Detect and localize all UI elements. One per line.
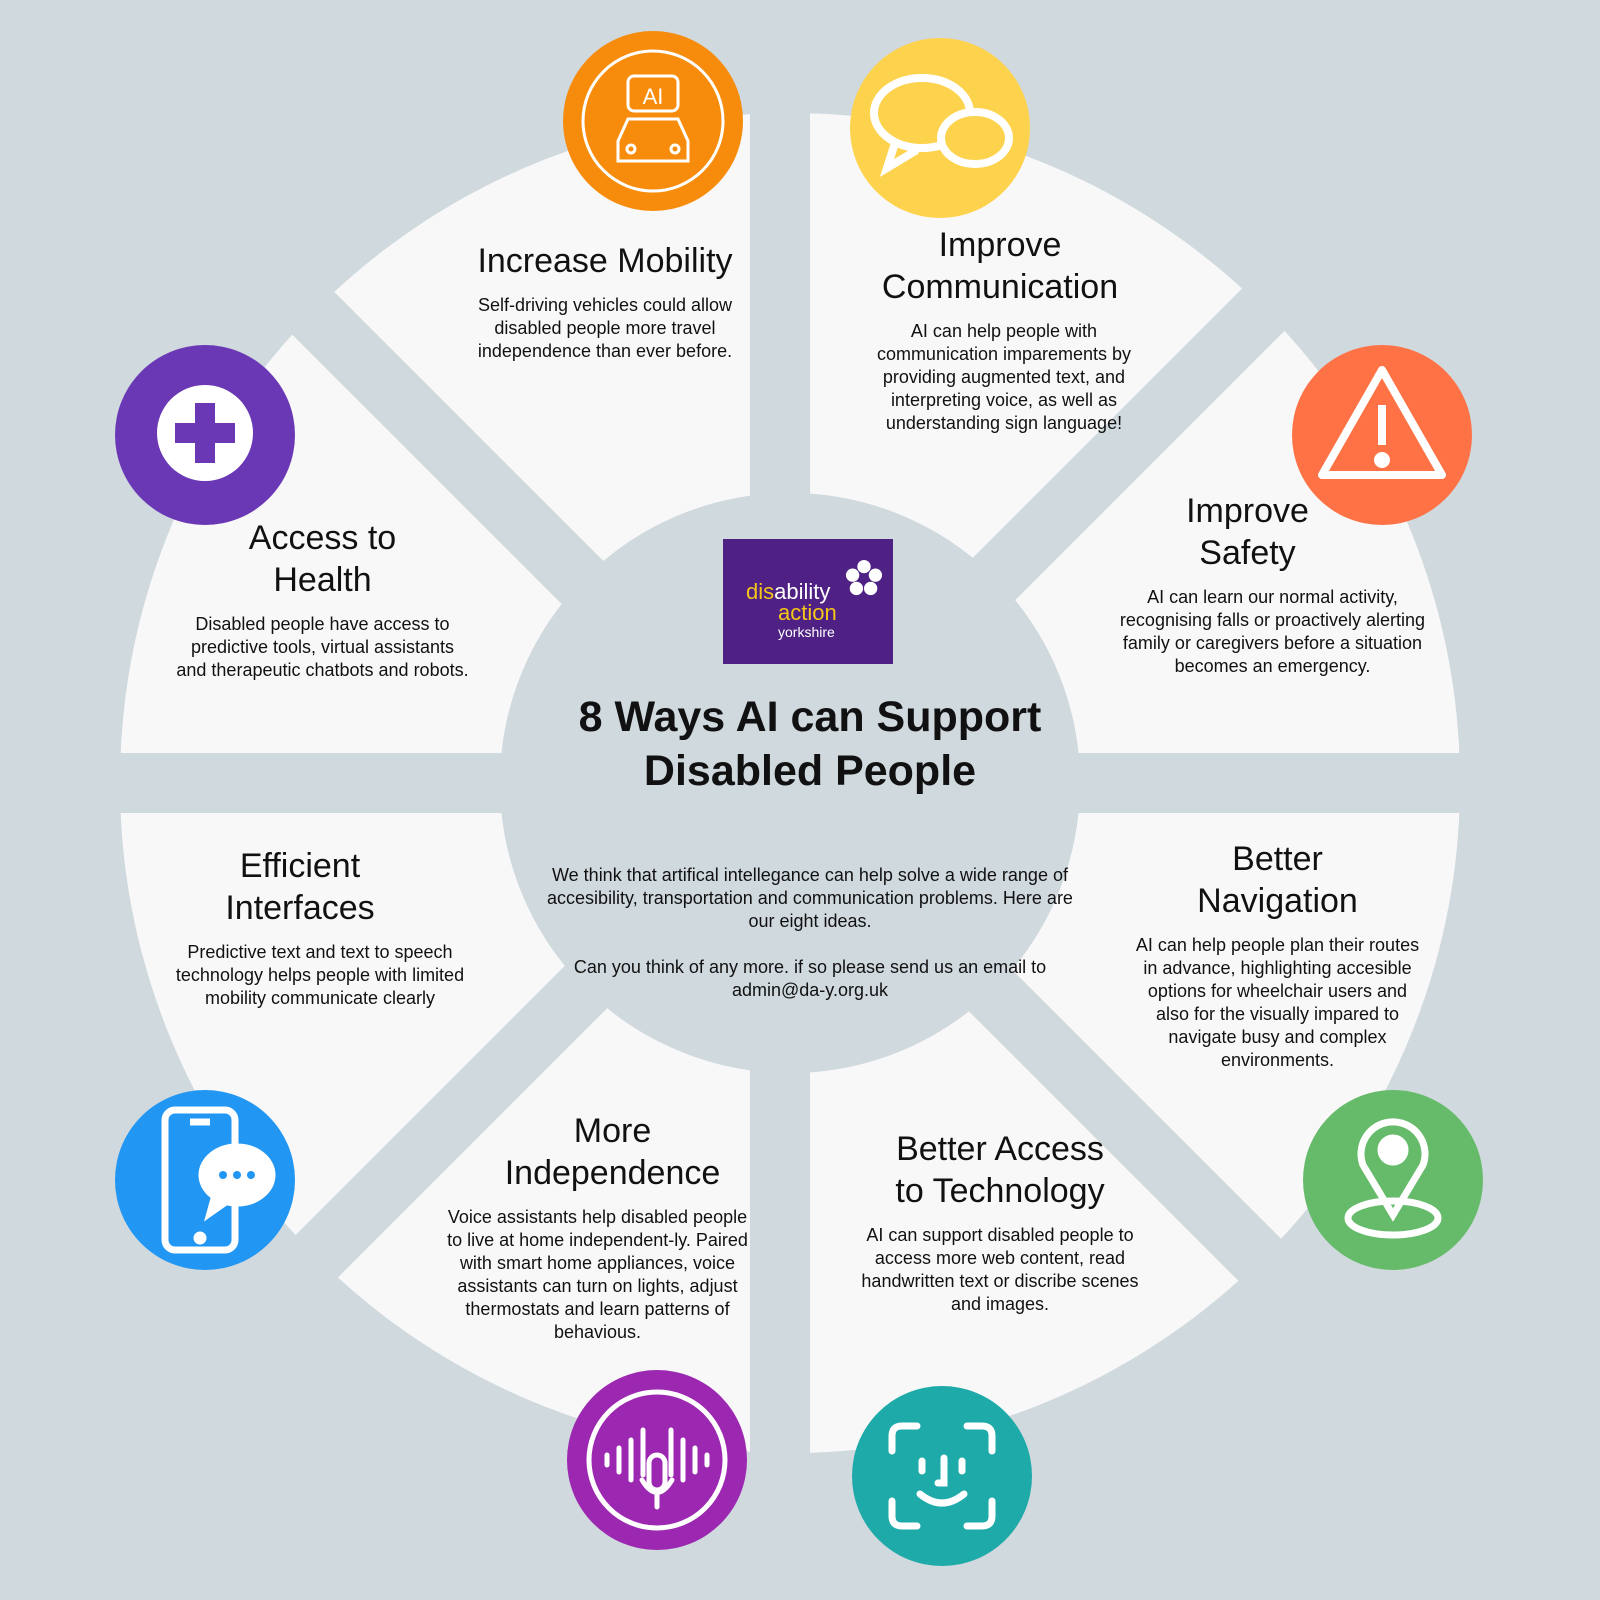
logo-region: yorkshire (778, 624, 835, 640)
way-efficient-interfaces: Efficient Interfaces Predictive text and… (160, 845, 480, 1010)
svg-text:AI: AI (643, 84, 664, 109)
disability-action-yorkshire-logo: disability action yorkshire (723, 539, 893, 664)
intro-cta: Can you think of any more. if so please … (573, 957, 1047, 977)
way-text: Predictive text and text to speech techn… (175, 942, 465, 1008)
way-improve-communication: Improve Communication AI can help people… (845, 224, 1155, 435)
way-text: AI can support disabled people to access… (861, 1225, 1139, 1314)
page-title: 8 Ways AI can Support Disabled People (578, 693, 1042, 795)
speech-bubbles-icon (850, 38, 1030, 218)
way-more-independence: More Independence Voice assistants help … (440, 1110, 755, 1344)
way-title: More Independence (504, 1112, 721, 1192)
logo-ability: ability (774, 579, 831, 604)
way-title: Increase Mobility (477, 242, 733, 280)
ai-car-icon: AI (563, 31, 743, 211)
way-text: Disabled people have access to predictiv… (176, 614, 469, 680)
way-title: Better Access to Technology (895, 1130, 1105, 1210)
way-text: AI can help people with communication im… (876, 321, 1132, 433)
way-text: AI can help people plan their routes in … (1135, 935, 1420, 1070)
way-title: Efficient Interfaces (225, 847, 375, 927)
way-title: Better Navigation (1197, 840, 1358, 920)
intro: We think that artifical intellegance can… (540, 864, 1080, 1002)
logo-action: action (778, 600, 837, 625)
medical-cross-icon (115, 345, 295, 525)
way-text: AI can learn our normal activity, recogn… (1119, 587, 1426, 676)
phone-chat-icon (115, 1090, 295, 1270)
way-title: Access to Health (248, 519, 397, 599)
way-title: Improve Communication (881, 226, 1119, 306)
way-text: Voice assistants help disabled people to… (447, 1207, 748, 1342)
face-scan-icon (852, 1386, 1032, 1566)
way-access-to-health: Access to Health Disabled people have ac… (175, 517, 470, 682)
way-better-access-to-technology: Better Access to Technology AI can suppo… (845, 1128, 1155, 1316)
logo-dis: dis (746, 579, 775, 604)
way-increase-mobility: Increase Mobility Self-driving vehicles … (455, 240, 755, 363)
warning-icon (1292, 345, 1472, 525)
contact-email-link[interactable]: admin@da-y.org.uk (731, 980, 888, 1000)
voice-assistant-icon (567, 1370, 747, 1550)
way-text: Self-driving vehicles could allow disabl… (477, 295, 733, 361)
way-improve-safety: Improve Safety AI can learn our normal a… (1105, 490, 1440, 678)
flower-icon (845, 559, 883, 596)
intro-paragraph: We think that artifical intellegance can… (547, 865, 1073, 931)
way-title: Improve Safety (1186, 492, 1309, 572)
way-better-navigation: Better Navigation AI can help people pla… (1135, 838, 1420, 1072)
location-pin-icon (1303, 1090, 1483, 1270)
